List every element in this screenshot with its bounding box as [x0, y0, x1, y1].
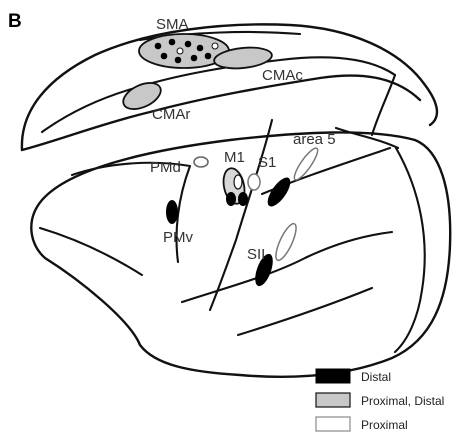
- sma-proximal-dot: [212, 43, 218, 49]
- legend: Distal Proximal, Distal Proximal: [316, 369, 444, 432]
- sma-distal-dot: [155, 43, 162, 50]
- pmv-blob: [166, 200, 178, 224]
- label-area5: area 5: [293, 131, 336, 148]
- label-s1: S1: [258, 154, 276, 171]
- label-sii: SII: [247, 246, 265, 263]
- parietal-branch-sulcus: [336, 128, 398, 148]
- label-pmv: PMv: [163, 229, 194, 246]
- panel-label: B: [8, 11, 22, 32]
- m1-distal-blob-left: [226, 192, 236, 206]
- sma-proximal-dot: [177, 48, 183, 54]
- legend-label-proximal-distal: Proximal, Distal: [361, 394, 444, 408]
- label-m1: M1: [224, 149, 245, 166]
- legend-label-proximal: Proximal: [361, 418, 408, 432]
- medial-hemisphere: [22, 24, 437, 150]
- s1-proximal-blob: [248, 174, 260, 190]
- lunate-sulcus: [395, 148, 425, 352]
- sii-proximal-blob: [272, 221, 300, 262]
- sma-distal-dot: [205, 53, 212, 60]
- legend-swatch-proximal: [316, 417, 350, 431]
- sma-distal-dot: [169, 39, 176, 46]
- m1-proximal-blob: [234, 175, 242, 189]
- legend-label-distal: Distal: [361, 370, 391, 384]
- medial-inner-outline: [22, 76, 420, 150]
- superior-temporal-sulcus: [238, 288, 372, 335]
- label-pmd: PMd: [150, 159, 181, 176]
- sma-distal-dot: [197, 45, 204, 52]
- legend-swatch-proximal-distal: [316, 393, 350, 407]
- cingulate-sulcus: [42, 57, 395, 132]
- label-cmac: CMAc: [262, 67, 303, 84]
- m1-distal-blob-right: [238, 192, 248, 206]
- sma-distal-dot: [185, 41, 192, 48]
- medial-branch-sulcus: [372, 75, 395, 135]
- pmd-blob: [194, 157, 208, 167]
- m1-region: [220, 166, 248, 206]
- sma-distal-dot: [191, 55, 198, 62]
- label-cmar: CMAr: [152, 106, 190, 123]
- legend-swatch-distal: [316, 369, 350, 383]
- sma-distal-dot: [175, 57, 182, 64]
- principal-sulcus: [40, 228, 142, 275]
- label-sma: SMA: [156, 16, 189, 33]
- sma-distal-dot: [161, 53, 168, 60]
